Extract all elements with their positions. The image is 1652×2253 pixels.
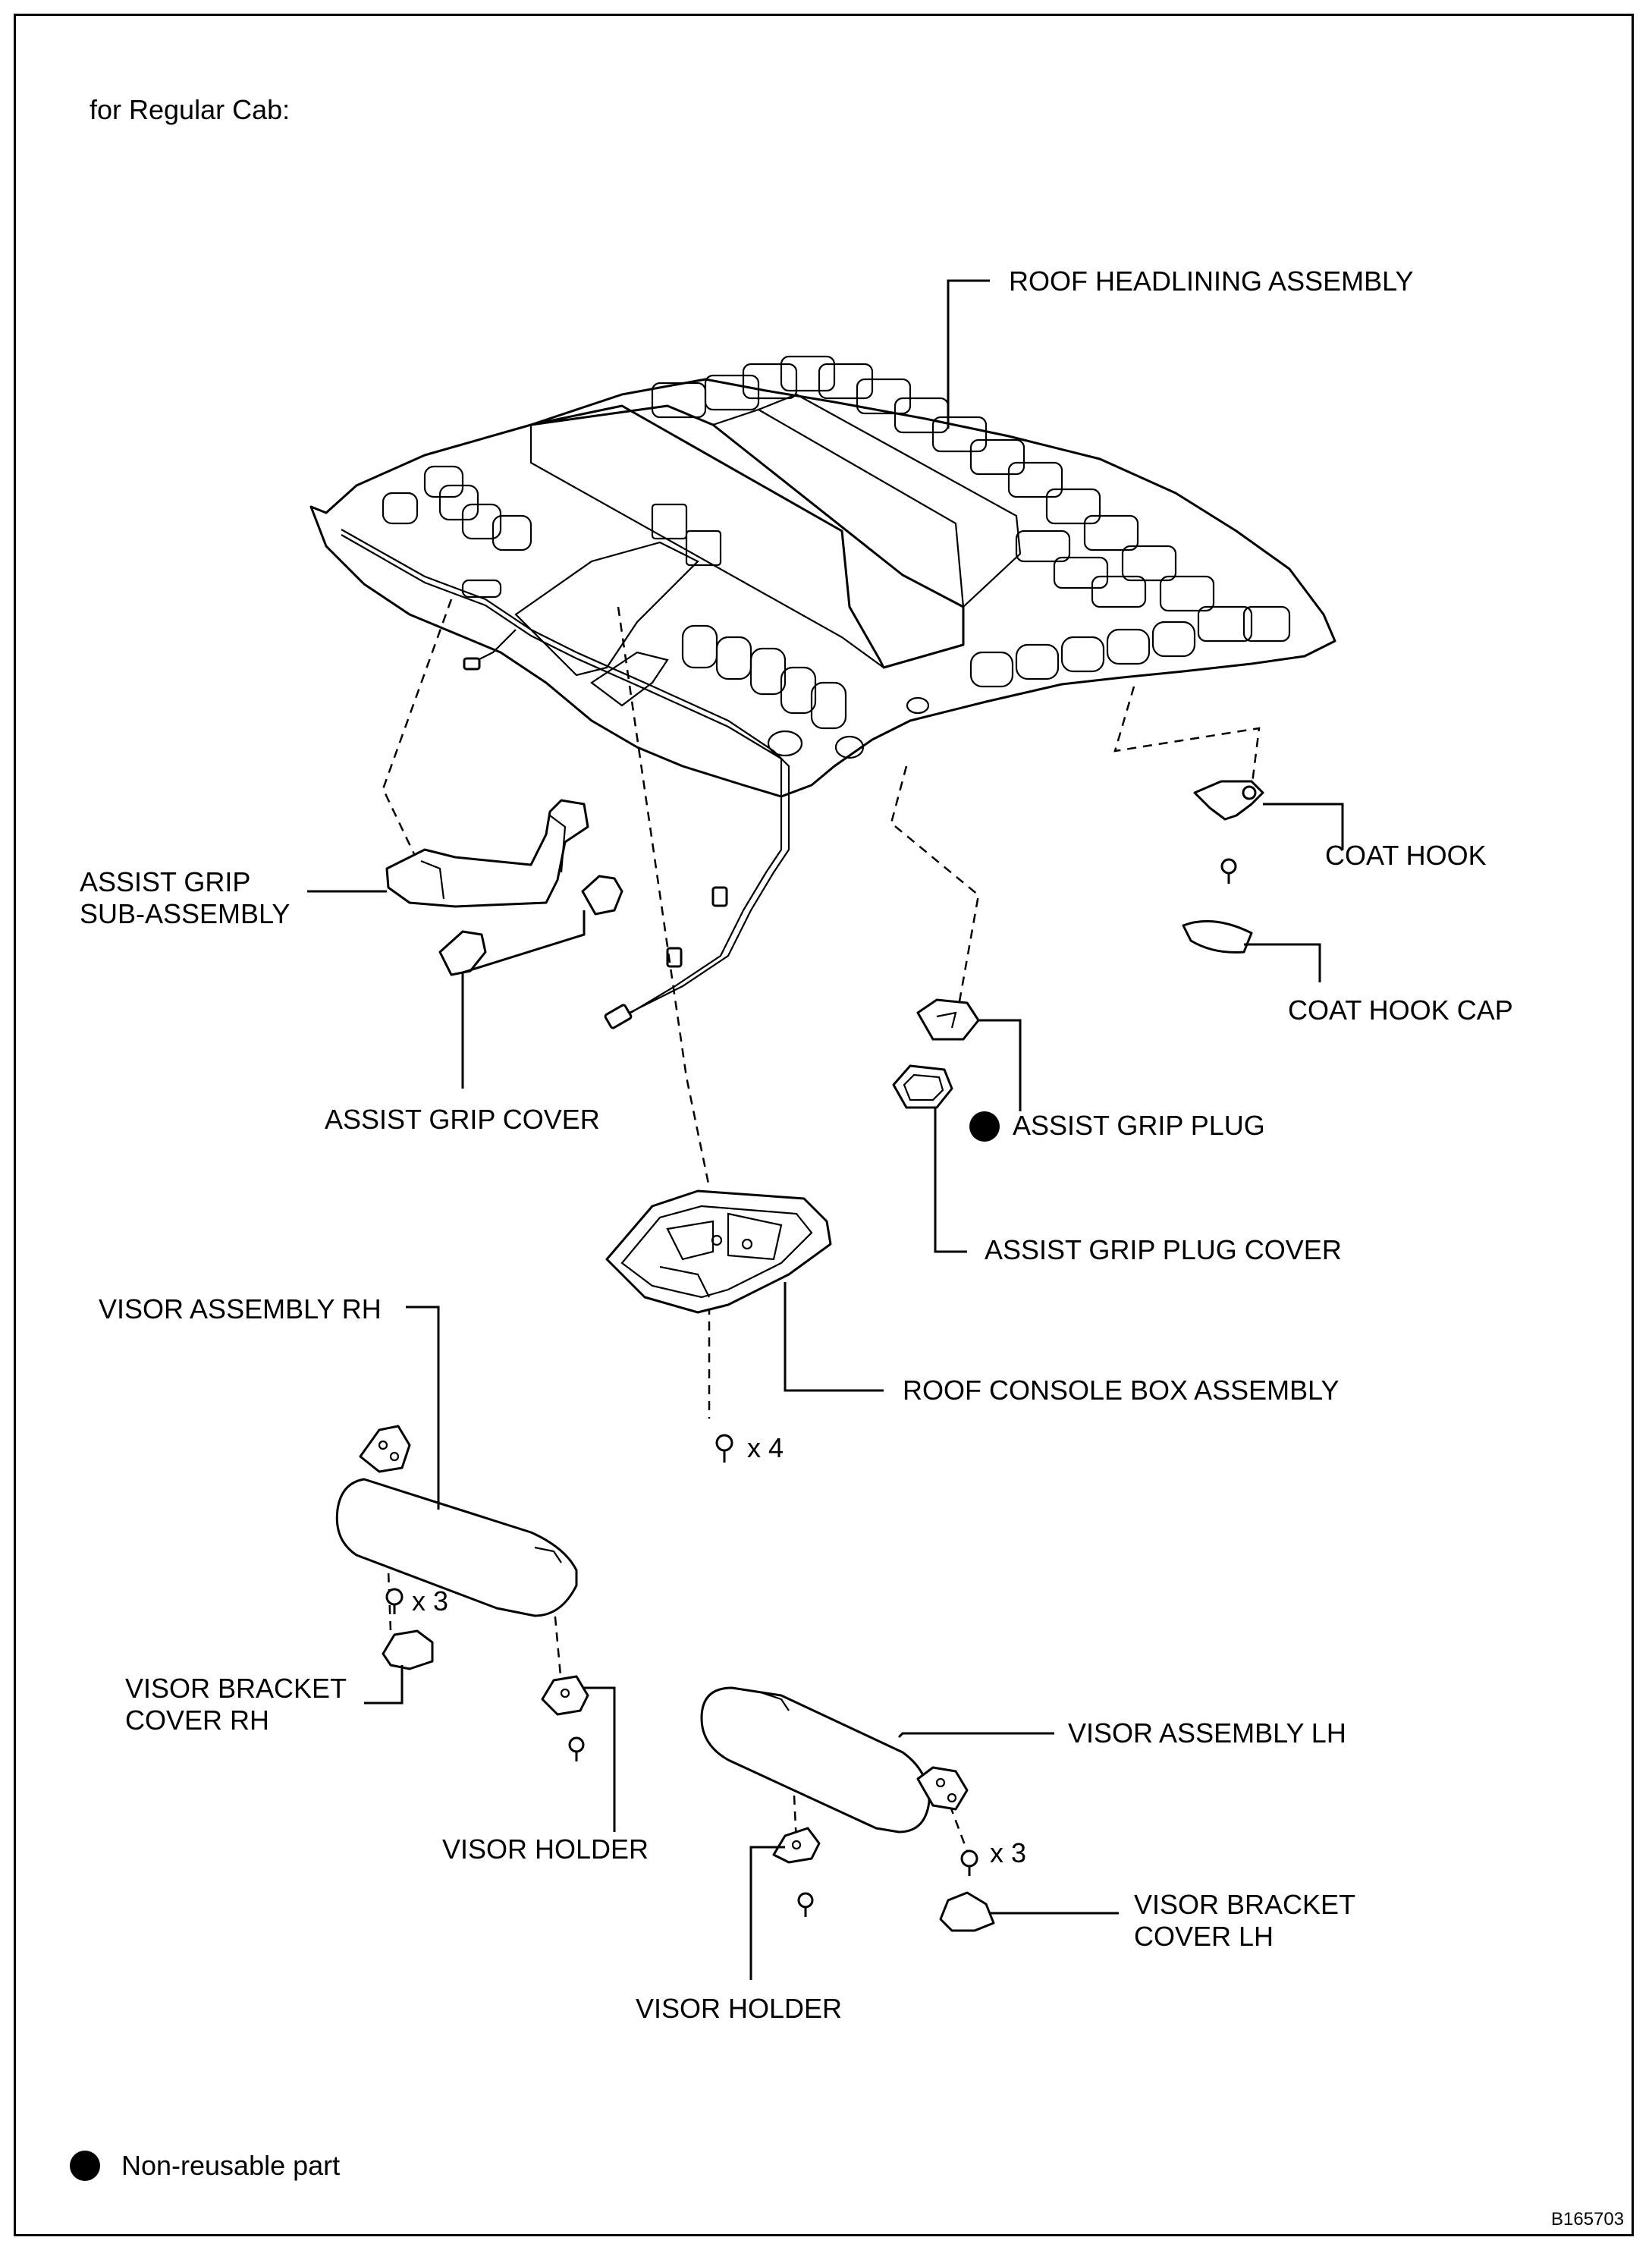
visor-holder-lh-screw xyxy=(797,1892,814,1917)
label-visor-assembly-lh: VISOR ASSEMBLY LH xyxy=(1068,1717,1346,1749)
visor-lh-screw xyxy=(960,1849,978,1876)
assist-grip-cover-right xyxy=(581,875,623,916)
label-visor-holder-lh: VISOR HOLDER xyxy=(636,1993,843,2024)
visor-bracket-cover-lh xyxy=(939,1891,995,1932)
label-assist-grip-plug: ASSIST GRIP PLUG xyxy=(1013,1110,1265,1141)
leader-visor-rh xyxy=(406,1306,440,1510)
console-screw xyxy=(715,1434,733,1463)
label-assist-grip-plug-cover: ASSIST GRIP PLUG COVER xyxy=(985,1234,1342,1265)
label-roof-headlining-assembly: ROOF HEADLINING ASSEMBLY xyxy=(1009,266,1414,297)
roof-headlining-assembly xyxy=(309,355,1336,798)
label-visor-bracket-cover-lh-line2: COVER LH xyxy=(1134,1921,1274,1952)
leader-coat-hook xyxy=(1263,803,1344,850)
visor-bracket-cover-rh xyxy=(382,1629,434,1670)
visor-rh-screw xyxy=(385,1588,404,1614)
label-visor-rh-screw-qty: x 3 xyxy=(412,1585,449,1617)
dash-console xyxy=(617,606,711,1188)
label-assist-grip-line2: SUB-ASSEMBLY xyxy=(80,898,291,929)
leader-roof-console xyxy=(784,1282,884,1392)
assist-grip-plug-cover xyxy=(892,1064,953,1109)
label-coat-hook-cap: COAT HOOK CAP xyxy=(1288,995,1513,1026)
leader-assist-grip-plug-cover xyxy=(934,1108,967,1253)
label-visor-lh-screw-qty: x 3 xyxy=(990,1837,1027,1868)
visor-holder-rh-screw xyxy=(568,1736,585,1761)
visor-holder-rh xyxy=(541,1675,589,1716)
leader-visor-holder-lh xyxy=(749,1846,785,1980)
diagram-heading: for Regular Cab: xyxy=(90,94,291,125)
coat-hook-cap xyxy=(1182,919,1253,954)
leader-visor-bracket-rh xyxy=(364,1665,404,1705)
leader-visor-lh xyxy=(897,1732,1054,1739)
assist-grip-plug xyxy=(916,998,980,1041)
legend-non-reusable-part: Non-reusable part xyxy=(121,2150,341,2181)
label-visor-holder-rh: VISOR HOLDER xyxy=(442,1834,649,1865)
label-visor-bracket-cover-rh-line2: COVER RH xyxy=(125,1705,270,1736)
visor-rh-bracket xyxy=(359,1425,411,1473)
wire-harness xyxy=(341,529,790,1029)
visor-assembly-lh xyxy=(700,1686,931,1834)
leader-assist-grip-plug xyxy=(978,1019,1022,1111)
label-console-screw-qty: x 4 xyxy=(747,1432,784,1463)
label-visor-bracket-cover-lh-line1: VISOR BRACKET xyxy=(1134,1889,1356,1920)
leader-assist-grip-cover xyxy=(461,910,586,1089)
non-reusable-legend-mark xyxy=(70,2151,100,2181)
label-assist-grip-line1: ASSIST GRIP xyxy=(80,866,251,897)
label-visor-bracket-cover-rh-line1: VISOR BRACKET xyxy=(125,1673,347,1704)
dash-coat-hook xyxy=(1113,686,1261,790)
non-reusable-mark-plug xyxy=(969,1111,1000,1142)
assist-grip-cover-left xyxy=(438,930,487,976)
dash-plug xyxy=(890,765,980,1002)
label-roof-console-box-assembly: ROOF CONSOLE BOX ASSEMBLY xyxy=(903,1375,1340,1406)
diagram-frame xyxy=(14,14,1634,2236)
coat-hook xyxy=(1193,780,1264,821)
leader-roof-headlining xyxy=(947,279,990,429)
roof-console-box-assembly xyxy=(605,1189,832,1314)
visor-assembly-rh xyxy=(335,1478,578,1617)
visor-holder-lh xyxy=(772,1827,821,1864)
coat-hook-screw xyxy=(1220,858,1237,884)
leader-coat-hook-cap xyxy=(1244,943,1321,982)
dash-assist-grip xyxy=(382,599,453,858)
visor-lh-bracket xyxy=(916,1766,969,1811)
figure-id: B165703 xyxy=(1551,2209,1625,2229)
assist-grip-sub-assembly xyxy=(385,799,589,908)
leader-visor-holder-rh xyxy=(584,1686,616,1832)
label-visor-assembly-rh: VISOR ASSEMBLY RH xyxy=(99,1293,382,1324)
label-coat-hook: COAT HOOK xyxy=(1325,840,1487,871)
label-assist-grip-cover: ASSIST GRIP COVER xyxy=(325,1104,600,1135)
